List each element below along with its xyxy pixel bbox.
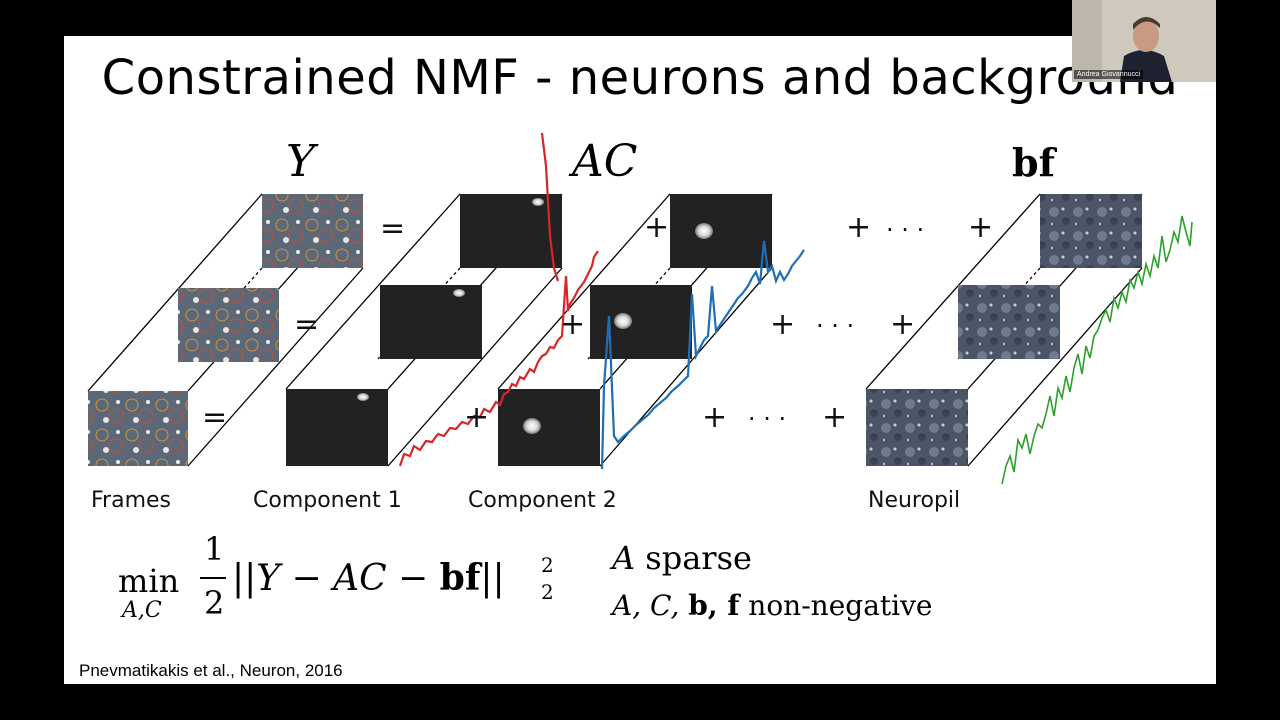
constraint-nonneg-bold: b, f bbox=[688, 589, 740, 622]
ellipsis-1: · · · bbox=[886, 216, 925, 244]
label-component2: Component 2 bbox=[468, 488, 617, 513]
label-neuropil: Neuropil bbox=[868, 488, 961, 513]
label-frames: Frames bbox=[91, 488, 172, 513]
component2-panel-back bbox=[670, 194, 772, 268]
trace-component2 bbox=[600, 240, 805, 470]
component2-cell-back bbox=[695, 223, 713, 239]
constraint-nonneg: A, C, b, f non-negative bbox=[612, 589, 932, 622]
constraint-sparse: A sparse bbox=[612, 539, 752, 577]
webcam-name-tag: Andrea Giovannucci bbox=[1074, 70, 1144, 79]
plus-sign-2b: + bbox=[770, 307, 796, 342]
equals-sign-1: = bbox=[380, 211, 406, 246]
equals-sign-2: = bbox=[294, 307, 320, 342]
formula-min: min bbox=[118, 562, 180, 600]
ellipsis-3: · · · bbox=[748, 405, 787, 433]
slide: Constrained NMF - neurons and background… bbox=[64, 36, 1216, 684]
formula-norm-body: ||Y − AC − bbox=[232, 558, 440, 599]
plus-sign-3c: + bbox=[822, 400, 848, 435]
trace-component1-spike bbox=[540, 132, 560, 282]
frame-image-middle bbox=[178, 288, 279, 362]
trace-component1 bbox=[398, 250, 599, 467]
formula-subscript: 2 bbox=[541, 580, 554, 604]
plus-sign-1a: + bbox=[644, 210, 670, 245]
label-component1: Component 1 bbox=[253, 488, 402, 513]
component2-panel-front bbox=[498, 389, 600, 466]
formula-superscript: 2 bbox=[541, 553, 554, 577]
equals-sign-3: = bbox=[202, 400, 228, 435]
plus-sign-1b: + bbox=[846, 210, 872, 245]
neuropil-image-middle bbox=[958, 285, 1060, 359]
neuropil-image-front bbox=[866, 389, 968, 466]
webcam-video[interactable]: Andrea Giovannucci bbox=[1072, 0, 1216, 82]
symbol-y: Y bbox=[286, 136, 316, 187]
formula-fraction-denominator: 2 bbox=[204, 584, 225, 622]
nmf-diagram bbox=[87, 132, 1193, 485]
formula-norm: ||Y − AC − bf|| bbox=[232, 557, 505, 599]
symbol-bf: bf bbox=[1012, 140, 1055, 185]
citation: Pnevmatikakis et al., Neuron, 2016 bbox=[79, 661, 343, 680]
constraint-nonneg-text: non-negative bbox=[748, 589, 933, 622]
component1-cell-back bbox=[532, 198, 544, 206]
component1-cell-middle bbox=[453, 289, 465, 297]
trace-neuropil bbox=[1001, 215, 1193, 485]
constraint-sparse-text: sparse bbox=[645, 539, 752, 577]
component1-panel-back bbox=[460, 194, 562, 268]
component2-cell-front bbox=[523, 418, 541, 434]
constraint-nonneg-vars: A, C, bbox=[612, 589, 689, 622]
symbol-ac: AC bbox=[572, 136, 638, 187]
plus-sign-1c: + bbox=[968, 210, 994, 245]
plus-sign-3b: + bbox=[702, 400, 728, 435]
plus-sign-2a: + bbox=[560, 307, 586, 342]
neuropil-image-back bbox=[1040, 194, 1142, 268]
plus-sign-3a: + bbox=[464, 400, 490, 435]
ellipsis-2: · · · bbox=[816, 312, 855, 340]
frame-image-back bbox=[262, 194, 363, 268]
slide-title: Constrained NMF - neurons and background bbox=[101, 50, 1179, 106]
formula-min-subscript: A,C bbox=[122, 598, 162, 623]
component1-panel-front bbox=[286, 389, 388, 466]
component2-cell-middle bbox=[614, 313, 632, 329]
constraint-sparse-var: A bbox=[612, 539, 636, 577]
component1-panel-middle bbox=[380, 285, 482, 359]
formula-fraction-numerator: 1 bbox=[204, 530, 225, 568]
formula-norm-bf: bf bbox=[439, 557, 481, 599]
component1-cell-front bbox=[357, 393, 369, 401]
frame-image-front bbox=[88, 391, 188, 466]
formula-fraction-bar bbox=[200, 577, 226, 579]
formula-norm-close: || bbox=[480, 558, 505, 599]
component2-panel-middle bbox=[590, 285, 692, 359]
plus-sign-2c: + bbox=[890, 307, 916, 342]
